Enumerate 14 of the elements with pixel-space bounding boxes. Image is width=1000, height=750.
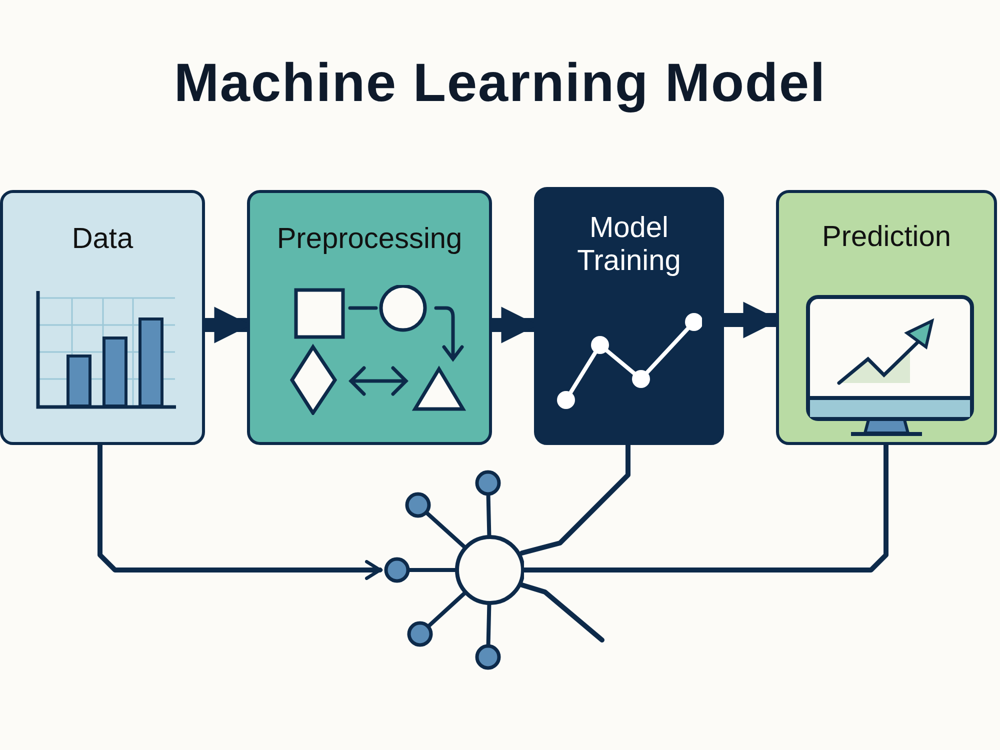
process-box [0, 190, 205, 445]
process-box [247, 190, 492, 445]
title: Machine Learning Model [172, 52, 828, 114]
step-label: Model Training [576, 212, 682, 279]
process-box [534, 187, 724, 445]
step-label: Preprocessing [276, 223, 464, 256]
connector-line [520, 442, 630, 556]
network-drawing [384, 470, 524, 670]
step-label: Prediction [821, 221, 952, 254]
connector-line [522, 442, 888, 572]
arrow [98, 442, 382, 580]
process-box [776, 190, 997, 445]
connector-line [520, 582, 604, 642]
step-label: Data [70, 223, 134, 256]
